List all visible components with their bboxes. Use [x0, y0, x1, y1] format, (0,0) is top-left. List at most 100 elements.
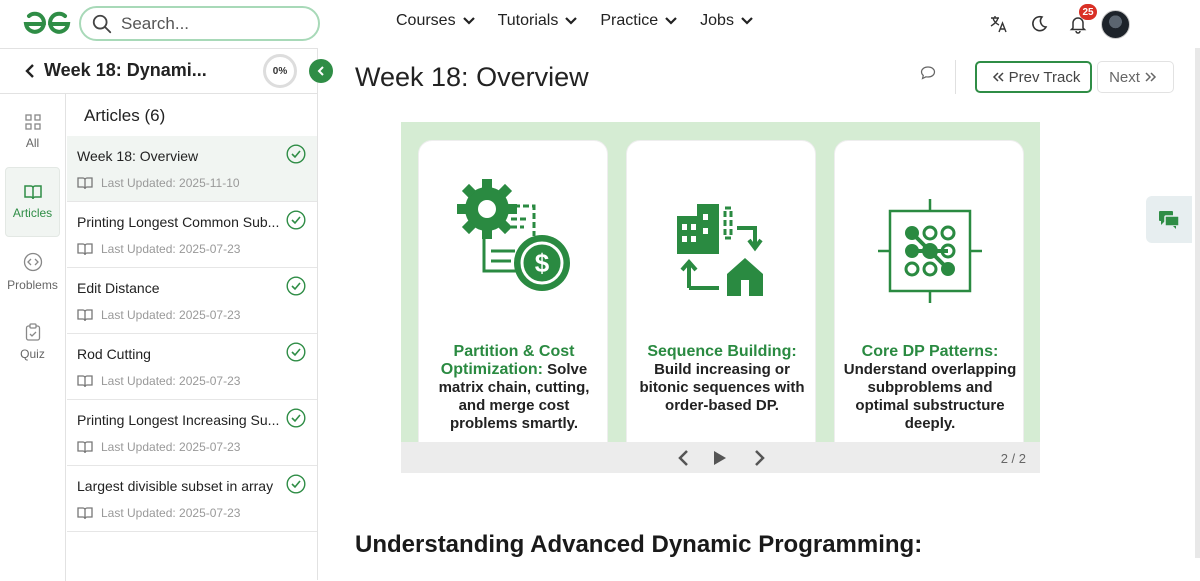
article-title: Printing Longest Common Sub... [77, 214, 280, 230]
sidebar-rail: All Articles Problems Quiz [0, 94, 66, 581]
prev-track-label: Prev Track [1008, 68, 1081, 86]
double-chevron-left-icon [992, 72, 1004, 82]
chevron-right-icon[interactable] [753, 449, 767, 467]
list-item[interactable]: Printing Longest Common Sub... Last Upda… [67, 202, 317, 268]
rail-item-quiz[interactable]: Quiz [5, 307, 60, 377]
avatar[interactable] [1101, 10, 1130, 39]
dark-mode-toggle[interactable] [1025, 10, 1053, 38]
site-logo[interactable] [22, 10, 72, 38]
notifications-button[interactable] [1064, 10, 1092, 38]
list-item[interactable]: Edit Distance Last Updated: 2025-07-23 [67, 268, 317, 334]
comment-icon[interactable] [920, 65, 936, 81]
book-icon [77, 242, 93, 255]
chevron-down-icon [741, 17, 753, 25]
divider [955, 60, 956, 94]
nav-jobs[interactable]: Jobs [700, 12, 754, 30]
article-title: Printing Longest Increasing Su... [77, 412, 280, 428]
progress-indicator: 0% [263, 54, 297, 88]
chevron-left-icon [317, 66, 324, 76]
chevron-down-icon [665, 17, 677, 25]
main-content: Week 18: Overview Prev Track Next [318, 48, 1200, 580]
course-sidebar: Week 18: Dynami... 0% All Articles Probl… [0, 48, 318, 581]
list-item[interactable]: Rod Cutting Last Updated: 2025-07-23 [67, 334, 317, 400]
chevron-down-icon [462, 17, 475, 25]
card-text: Sequence Building: Build increasing or b… [635, 343, 809, 415]
list-item[interactable]: Largest divisible subset in array Last U… [67, 466, 317, 532]
article-updated: Last Updated: 2025-07-23 [101, 242, 241, 256]
book-icon [23, 185, 42, 200]
collapse-sidebar-button[interactable] [309, 59, 333, 83]
card-text: Partition & Cost Optimization: Solve mat… [427, 343, 601, 433]
article-meta: Last Updated: 2025-11-10 [77, 176, 317, 190]
search-input[interactable] [121, 13, 301, 34]
list-item[interactable]: Week 18: Overview Last Updated: 2025-11-… [67, 136, 317, 202]
slide-counter: 2 / 2 [1000, 451, 1026, 466]
nav-courses-label: Courses [396, 12, 456, 29]
translate-button[interactable] [985, 10, 1013, 38]
rail-label-problems: Problems [7, 278, 58, 292]
slide-card: Core DP Patterns: Understand overlapping… [834, 140, 1024, 460]
article-meta: Last Updated: 2025-07-23 [77, 440, 317, 454]
book-icon [77, 176, 93, 189]
chat-button[interactable] [1146, 196, 1192, 243]
article-meta: Last Updated: 2025-07-23 [77, 242, 317, 256]
card-heading: Partition & Cost Optimization: [440, 343, 575, 378]
article-title: Rod Cutting [77, 346, 151, 362]
check-circle-icon [286, 144, 306, 164]
nav-courses[interactable]: Courses [396, 12, 476, 30]
card-text: Core DP Patterns: Understand overlapping… [843, 343, 1017, 433]
article-title: Edit Distance [77, 280, 160, 296]
nav-practice-label: Practice [600, 12, 659, 29]
top-header: Courses Tutorials Practice Jobs [0, 0, 1200, 48]
check-circle-icon [286, 210, 306, 230]
card-body: Build increasing or bitonic sequences wi… [639, 361, 805, 414]
building-home-icon [677, 204, 763, 296]
nav-practice[interactable]: Practice [600, 12, 678, 30]
article-updated: Last Updated: 2025-07-23 [101, 440, 241, 454]
rail-label-quiz: Quiz [20, 347, 45, 361]
prev-track-button[interactable]: Prev Track [975, 61, 1092, 93]
translate-icon [990, 16, 1007, 33]
slide-image: $ Partition & Cost Optimization: Solve m… [401, 122, 1040, 460]
rail-item-problems[interactable]: Problems [5, 237, 60, 307]
nav-jobs-label: Jobs [700, 12, 734, 29]
list-item[interactable]: Printing Longest Increasing Su... Last U… [67, 400, 317, 466]
search-icon [92, 14, 112, 33]
book-icon [77, 440, 93, 453]
slide-card: Sequence Building: Build increasing or b… [626, 140, 816, 460]
nav-tutorials[interactable]: Tutorials [498, 12, 579, 30]
gear-dollar-icon: $ [457, 179, 570, 291]
notification-badge: 25 [1079, 4, 1097, 20]
chevron-left-icon[interactable] [676, 449, 690, 467]
articles-heading: Articles (6) [84, 106, 166, 125]
grid-icon [24, 114, 41, 130]
articles-list: Articles (6) Week 18: Overview Last Upda… [67, 94, 317, 532]
article-meta: Last Updated: 2025-07-23 [77, 506, 317, 520]
article-updated: Last Updated: 2025-07-23 [101, 374, 241, 388]
search-bar[interactable] [79, 6, 320, 41]
check-circle-icon [286, 408, 306, 428]
scrollbar[interactable] [1195, 48, 1200, 558]
article-updated: Last Updated: 2025-11-10 [101, 176, 240, 190]
article-title: Largest divisible subset in array [77, 478, 274, 494]
chevron-down-icon [565, 17, 578, 25]
sidebar-header: Week 18: Dynami... 0% [0, 49, 318, 94]
network-pattern-icon [878, 199, 982, 303]
book-icon [77, 374, 93, 387]
main-nav: Courses Tutorials Practice Jobs [396, 12, 776, 30]
card-body: Understand overlapping subproblems and o… [843, 361, 1017, 432]
clipboard-icon [25, 323, 40, 341]
rail-label-all: All [25, 136, 40, 150]
next-button[interactable]: Next [1097, 61, 1174, 93]
rail-item-articles[interactable]: Articles [5, 167, 60, 237]
play-icon[interactable] [712, 449, 728, 467]
rail-item-all[interactable]: All [5, 97, 60, 167]
chevron-left-icon[interactable] [24, 63, 36, 79]
code-icon [23, 252, 42, 272]
rail-label-articles: Articles [12, 206, 53, 220]
card-heading: Sequence Building: [647, 343, 797, 360]
bell-icon [1069, 17, 1087, 34]
article-updated: Last Updated: 2025-07-23 [101, 308, 241, 322]
slide-card: $ Partition & Cost Optimization: Solve m… [418, 140, 608, 460]
nav-tutorials-label: Tutorials [497, 12, 559, 29]
